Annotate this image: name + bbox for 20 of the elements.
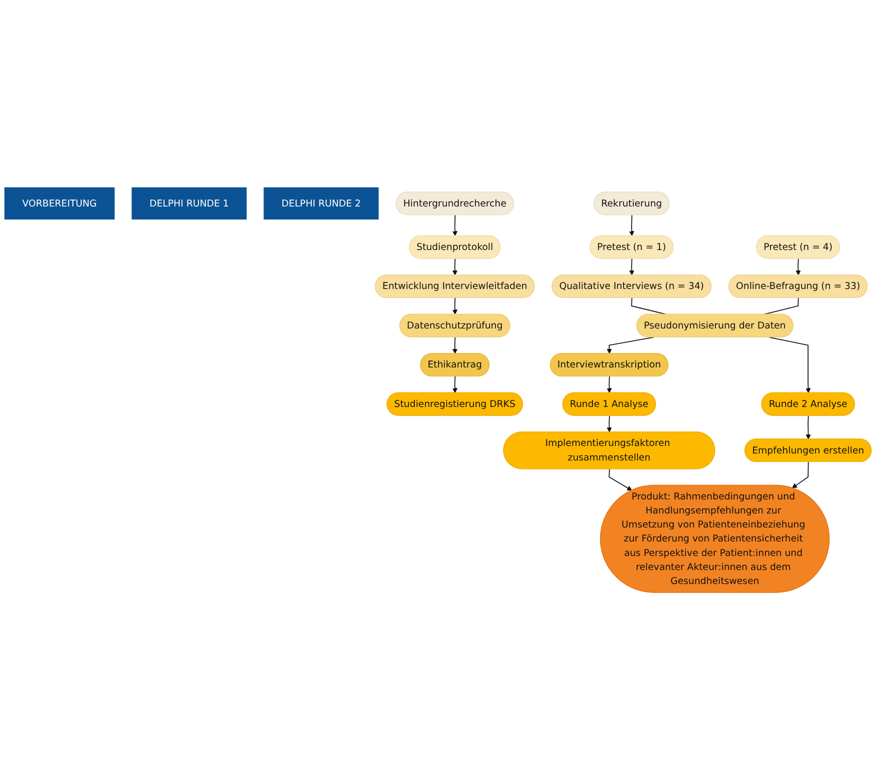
node-box: VORBEREITUNG bbox=[4, 187, 115, 220]
arrow bbox=[608, 468, 632, 491]
arrow bbox=[452, 336, 458, 354]
arrow bbox=[806, 415, 811, 440]
arrow bbox=[796, 258, 801, 276]
arrow bbox=[792, 462, 809, 488]
arrow bbox=[629, 258, 634, 276]
connector bbox=[763, 298, 799, 315]
arrow bbox=[606, 336, 654, 354]
arrow bbox=[629, 214, 634, 236]
arrow bbox=[452, 298, 458, 315]
arrow bbox=[606, 376, 612, 394]
node-box: DELPHI RUNDE 1 bbox=[132, 187, 247, 220]
connector bbox=[631, 298, 668, 315]
arrow bbox=[452, 376, 458, 394]
node-box: DELPHI RUNDE 2 bbox=[264, 187, 379, 220]
arrow bbox=[452, 258, 458, 276]
arrow bbox=[606, 415, 612, 432]
arrow bbox=[452, 214, 458, 236]
arrow bbox=[768, 336, 811, 394]
